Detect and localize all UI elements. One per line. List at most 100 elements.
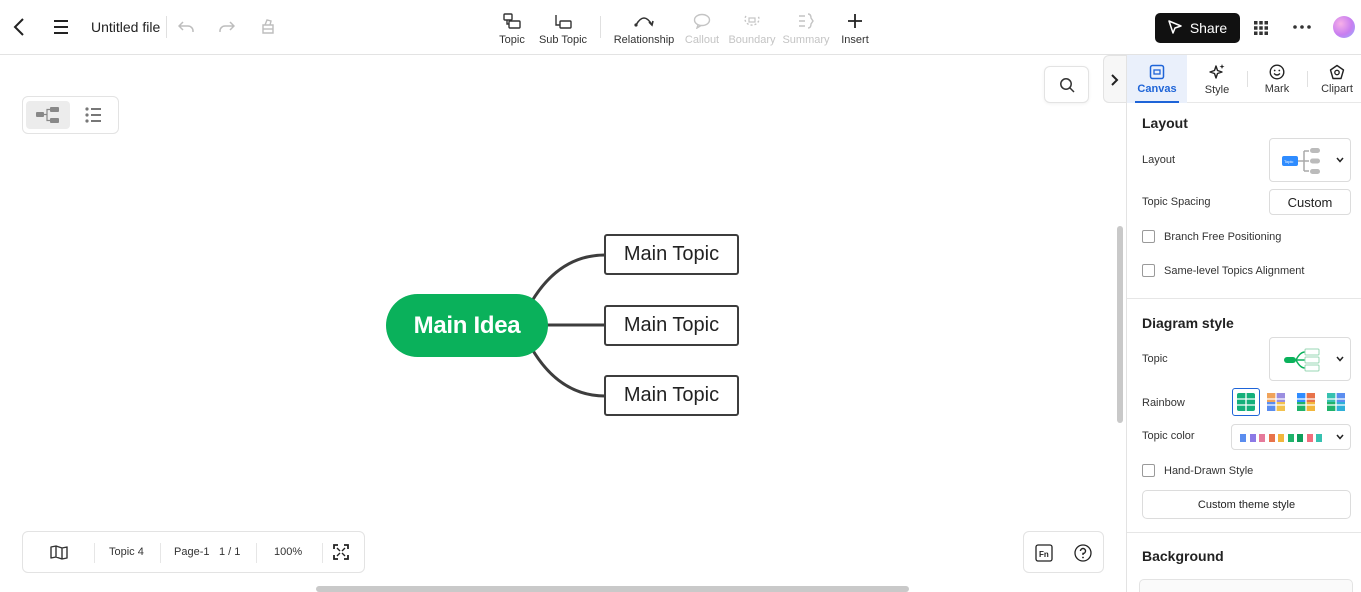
callout-icon [693,10,711,32]
format-painter-icon[interactable] [258,16,278,38]
summary-icon [797,10,815,32]
chevron-down-icon [1336,434,1344,440]
collapse-panel-button[interactable] [1103,55,1127,103]
horizontal-scrollbar[interactable] [316,586,909,592]
boundary-icon [743,10,761,32]
rainbow-option-2[interactable] [1262,388,1290,416]
same-level-checkbox[interactable] [1142,264,1155,277]
branch-free-positioning-option[interactable]: Branch Free Positioning [1142,230,1281,243]
hand-drawn-checkbox[interactable] [1142,464,1155,477]
vertical-scrollbar[interactable] [1117,226,1123,423]
custom-theme-style-button[interactable]: Custom theme style [1142,490,1351,519]
summary-tool-button[interactable]: Summary [780,10,832,46]
search-icon [1060,78,1075,93]
view-toggle [22,96,119,134]
page-name[interactable]: Page-1 [174,546,210,558]
tab-canvas-label: Canvas [1137,82,1177,95]
more-options-icon[interactable] [1291,20,1313,34]
zoom-level[interactable]: 100% [274,546,303,558]
tab-clipart[interactable]: Clipart [1307,55,1361,103]
avatar[interactable] [1333,16,1355,38]
section-title-background: Background [1142,548,1224,564]
color-swatch [1316,434,1322,442]
file-name[interactable]: Untitled file [91,19,161,35]
boundary-tool-button[interactable]: Boundary [728,10,776,46]
divider [256,543,257,563]
share-label: Share [1189,20,1228,36]
color-swatch [1297,434,1303,442]
branch-free-checkbox[interactable] [1142,230,1155,243]
relationship-tool-button[interactable]: Relationship [612,10,676,46]
redo-icon[interactable] [217,17,237,37]
share-button[interactable]: Share [1155,13,1240,43]
layout-select[interactable]: Topic [1269,138,1351,182]
divider [322,543,323,563]
mindmap-view-button[interactable] [26,101,70,129]
branch-free-label: Branch Free Positioning [1164,230,1282,243]
rainbow-grid-icon [1237,393,1255,411]
hand-drawn-label: Hand-Drawn Style [1164,464,1254,477]
rainbow-label: Rainbow [1142,397,1185,409]
rainbow-option-3[interactable] [1292,388,1320,416]
smiley-icon [1269,63,1285,80]
apps-grid-icon[interactable] [1252,19,1270,37]
divider [1307,71,1308,87]
map-icon[interactable] [49,543,69,561]
rainbow-option-4[interactable] [1322,388,1350,416]
topic-count: Topic 4 [109,546,144,558]
topic-color-select[interactable] [1231,424,1351,450]
mindmap-view-icon [36,107,59,123]
menu-icon[interactable] [50,17,72,37]
same-level-label: Same-level Topics Alignment [1164,264,1305,277]
topic-icon [503,10,521,32]
background-options[interactable] [1139,579,1353,592]
main-topic-node[interactable]: Main Topic [604,305,739,346]
callout-tool-label: Callout [684,34,720,46]
hand-drawn-style-option[interactable]: Hand-Drawn Style [1142,464,1253,477]
topic-tool-button[interactable]: Topic [496,10,528,46]
topic-style-label: Topic [1142,353,1168,365]
fullscreen-icon[interactable] [331,543,351,561]
search-button[interactable] [1044,66,1089,103]
topic-spacing-label: Topic Spacing [1142,196,1211,208]
topic-color-label: Topic color [1142,430,1195,442]
subtopic-tool-button[interactable]: Sub Topic [538,10,588,46]
outline-list-icon [85,107,101,123]
insert-tool-button[interactable]: Insert [838,10,872,46]
main-topic-node[interactable]: Main Topic [604,375,739,416]
mindmap-canvas[interactable]: Main Idea Main Topic Main Topic Main Top… [0,55,1127,592]
topic-spacing-custom-button[interactable]: Custom [1269,189,1351,215]
main-topic-node[interactable]: Main Topic [604,234,739,275]
relationship-icon [634,10,654,32]
layout-thumb-text: Topic [1284,159,1293,164]
subtopic-tool-label: Sub Topic [538,34,588,46]
properties-panel: Canvas Style Mark Clipart Layout Layout … [1126,55,1361,592]
plus-icon [847,10,863,32]
divider [1247,71,1248,87]
relationship-tool-label: Relationship [613,34,675,46]
same-level-alignment-option[interactable]: Same-level Topics Alignment [1142,264,1304,277]
tab-style[interactable]: Style [1187,55,1247,103]
callout-tool-button[interactable]: Callout [683,10,721,46]
page-index: 1 / 1 [219,546,241,558]
status-bar: Topic 4 Page-1 1 / 1 100% [22,531,365,573]
branch-connectors [530,253,606,398]
rainbow-grid-icon [1327,393,1345,411]
rainbow-option-1[interactable] [1232,388,1260,416]
bottom-right-tools: Fn [1023,531,1104,573]
undo-icon[interactable] [176,17,196,37]
tab-canvas[interactable]: Canvas [1127,55,1187,103]
topic-style-select[interactable] [1269,337,1351,381]
color-swatch [1278,434,1284,442]
main-idea-node[interactable]: Main Idea [386,294,548,357]
rainbow-grid-icon [1267,393,1285,411]
divider [166,16,167,38]
back-arrow-icon[interactable] [8,16,30,38]
function-key-icon[interactable]: Fn [1034,543,1054,563]
tab-mark[interactable]: Mark [1247,55,1307,103]
layout-label: Layout [1142,154,1176,166]
tab-clipart-label: Clipart [1321,82,1353,95]
outline-view-button[interactable] [71,101,115,129]
divider [160,543,161,563]
help-icon[interactable] [1073,543,1093,563]
